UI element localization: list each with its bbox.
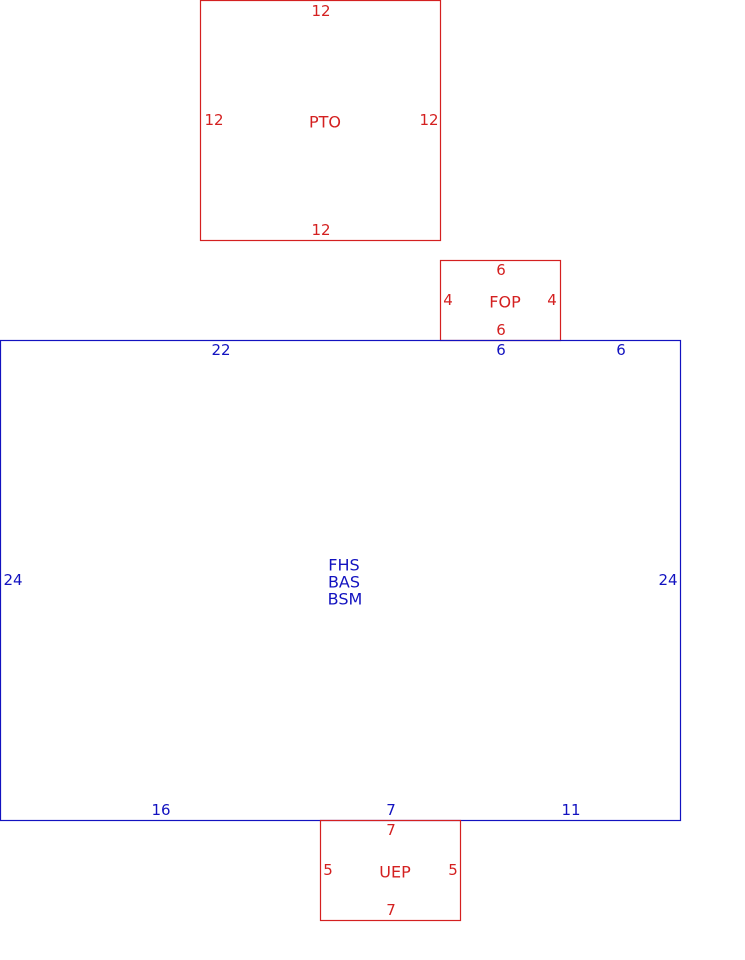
uep-dim-bottom: 7 xyxy=(386,901,396,919)
fop-dim-left: 4 xyxy=(443,291,453,309)
uep-dim-left: 5 xyxy=(323,861,333,879)
main-dim-top-right: 6 xyxy=(616,341,626,359)
fop-dim-top: 6 xyxy=(496,261,506,279)
uep-area: 7 5 5 7 UEP xyxy=(319,819,462,922)
pto-dim-bottom: 12 xyxy=(311,221,330,239)
main-dim-top-mid: 6 xyxy=(496,341,506,359)
pto-label: PTO xyxy=(309,113,341,132)
main-label-fhs: FHS xyxy=(328,556,359,575)
uep-outline xyxy=(319,819,462,922)
uep-dim-right: 5 xyxy=(448,861,458,879)
main-dim-top-left: 22 xyxy=(211,341,230,359)
pto-dim-left: 12 xyxy=(204,111,223,129)
uep-label: UEP xyxy=(379,863,411,882)
main-dim-left: 24 xyxy=(3,571,22,589)
main-dim-bottom-mid: 7 xyxy=(386,801,396,819)
pto-area: 12 12 12 12 PTO xyxy=(199,0,442,242)
main-dim-bottom-right: 11 xyxy=(561,801,580,819)
fop-label: FOP xyxy=(489,293,521,312)
main-dim-right: 24 xyxy=(658,571,677,589)
pto-outline xyxy=(199,0,442,242)
fop-area: 6 4 4 6 FOP xyxy=(439,259,562,342)
pto-dim-top: 12 xyxy=(311,2,330,20)
fop-dim-right: 4 xyxy=(547,291,557,309)
main-structure: 22 6 6 24 24 16 7 11 FHS BAS BSM xyxy=(0,339,682,822)
main-label-bas: BAS xyxy=(328,573,360,592)
uep-dim-top: 7 xyxy=(386,821,396,839)
pto-dim-right: 12 xyxy=(419,111,438,129)
main-label-bsm: BSM xyxy=(328,590,363,609)
main-dim-bottom-left: 16 xyxy=(151,801,170,819)
fop-dim-bottom: 6 xyxy=(496,321,506,339)
